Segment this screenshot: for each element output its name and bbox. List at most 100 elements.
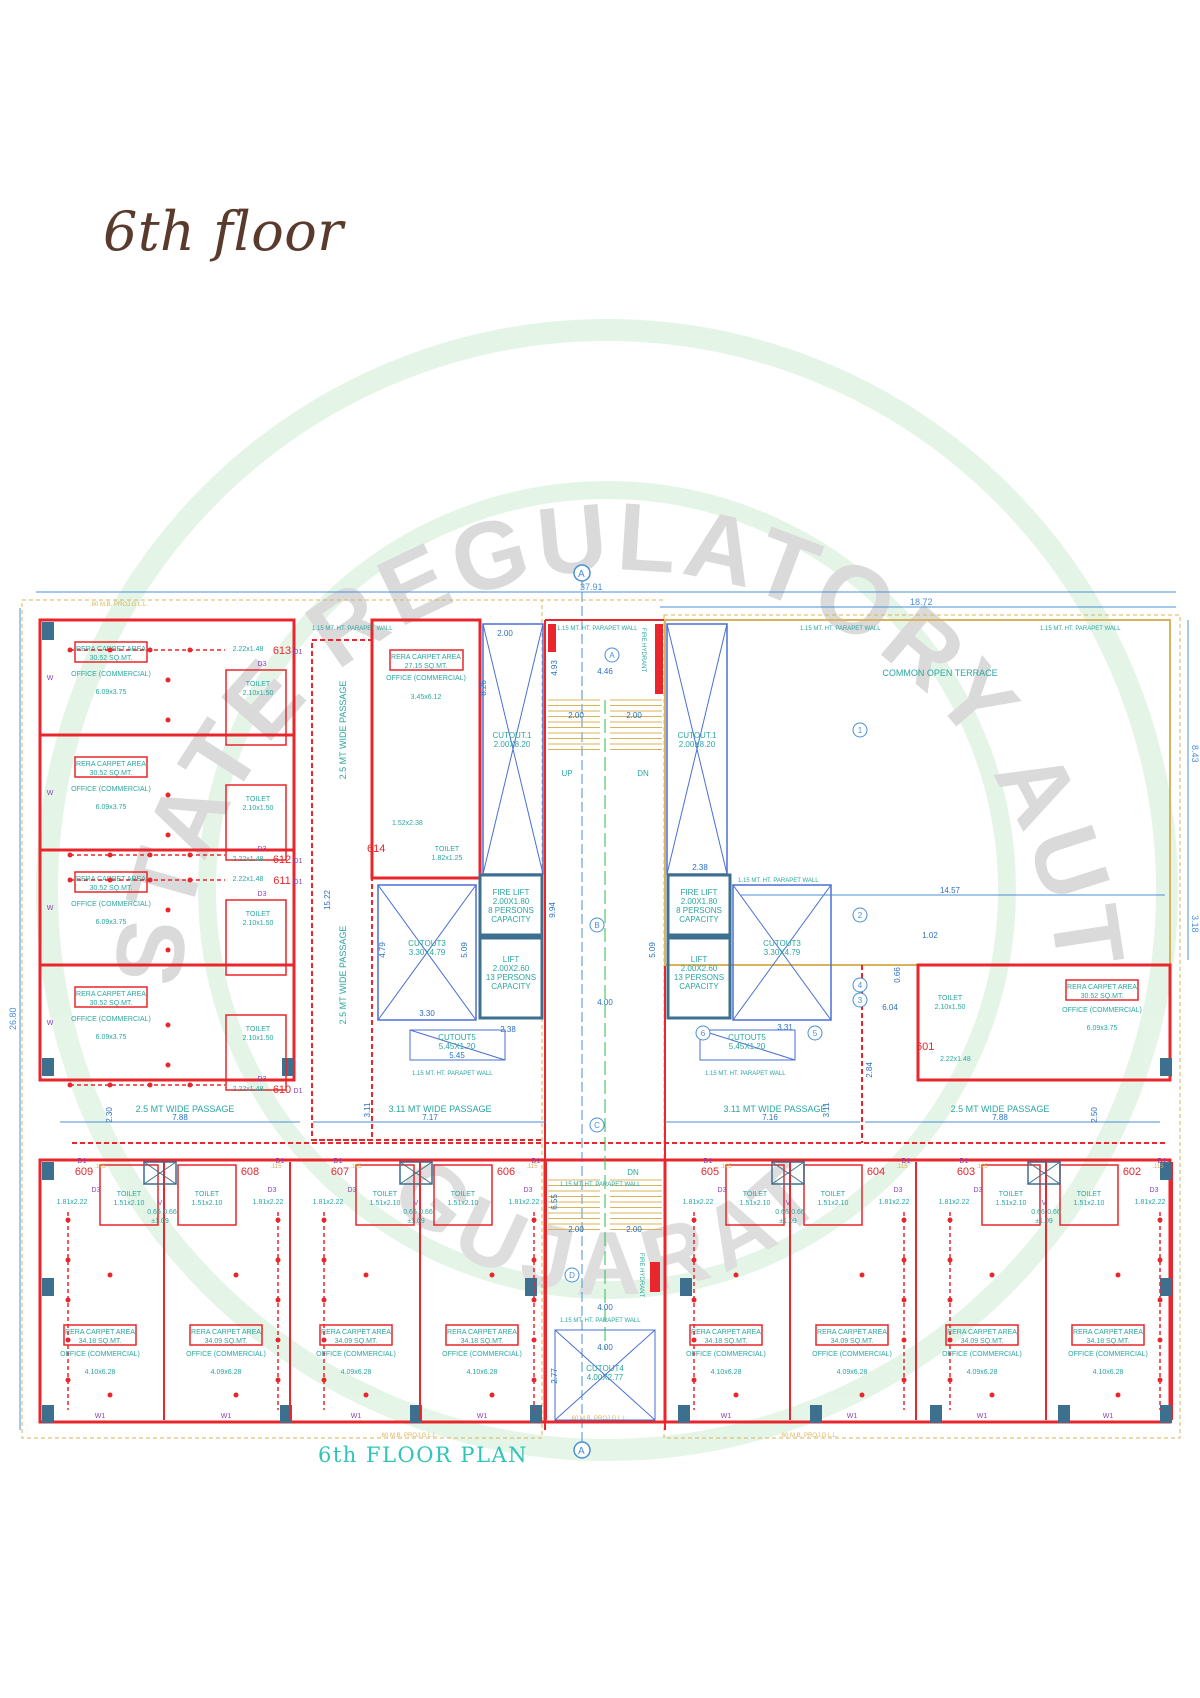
ref-circle xyxy=(807,1025,823,1041)
door-tag-d3: D3 xyxy=(92,1187,101,1194)
unit-carpet-label: RERA CARPET AREA xyxy=(191,1329,261,1336)
unit-use: OFFICE (COMMERCIAL) xyxy=(686,1351,766,1358)
light-point xyxy=(1157,1257,1163,1263)
unit-number: 613 xyxy=(273,645,291,657)
vent-dim: 0.66 xyxy=(403,1209,417,1216)
toilet-label: TOILET xyxy=(246,796,271,803)
light-point xyxy=(489,1392,495,1398)
watermark-top-text: REAL ESTATE REGULATORY AUTHORITY xyxy=(0,0,1139,991)
window-tag-w1: W1 xyxy=(477,1413,488,1420)
dim-1522: 15.22 xyxy=(323,889,332,910)
lift-right-cap2: CAPACITY xyxy=(679,982,719,991)
stair-up-label: UP xyxy=(561,769,572,778)
column xyxy=(680,1278,692,1296)
unit-614-door: 1.52x2.38 xyxy=(392,820,423,827)
unit-carpet-label: RERA CARPET AREA xyxy=(447,1329,517,1336)
unit-carpet-label: RERA CARPET AREA xyxy=(321,1329,391,1336)
unit-size: 4.10x6.28 xyxy=(1093,1369,1124,1376)
fire-lift-right-cap: 8 PERSONS xyxy=(676,906,722,915)
dim-250: 2.50 xyxy=(1090,1107,1099,1123)
light-point xyxy=(691,1297,697,1303)
door-size: 1.81x2.22 xyxy=(313,1199,344,1206)
light-point xyxy=(531,1217,537,1223)
unit-601-area: 30.52 SQ.MT. xyxy=(1081,993,1124,1000)
dim-terrace-depth-2: 3.18 xyxy=(1190,915,1200,933)
dim-200-c: 2.00 xyxy=(626,711,642,720)
fire-lift-right-name: FIRE LIFT xyxy=(681,888,718,897)
dim-400-a: 4.00 xyxy=(597,998,613,1007)
dim-1457: 14.57 xyxy=(940,886,961,895)
window-tag: W xyxy=(47,675,54,682)
column-tag: .115 xyxy=(350,1164,362,1170)
vent-dim-2: ±1.09 xyxy=(779,1218,797,1225)
stair-dn-label-top: DN xyxy=(637,769,649,778)
light-point xyxy=(989,1272,995,1278)
toilet-label: TOILET xyxy=(246,681,271,688)
unit-carpet-label: RERA CARPET AREA xyxy=(1073,1329,1143,1336)
toilet-label: TOILET xyxy=(195,1191,220,1198)
light-point xyxy=(165,1062,171,1068)
unit-use: OFFICE (COMMERCIAL) xyxy=(186,1351,266,1358)
lift-right-name: LIFT xyxy=(691,955,708,964)
fire-hydrant-top: FIRE HYDRANT xyxy=(640,628,646,673)
ref-circle xyxy=(852,722,868,738)
door-tag: D1 xyxy=(276,1158,285,1165)
light-point xyxy=(65,1337,71,1343)
grid-axis-a: A A xyxy=(573,564,591,1459)
window-tag-w1: W1 xyxy=(95,1413,106,1420)
door-tag: D1 xyxy=(294,858,303,865)
ref-circle xyxy=(589,1117,605,1133)
unit-number: 603 xyxy=(957,1166,975,1178)
unit-number: 609 xyxy=(75,1166,93,1178)
window-tag: W xyxy=(47,1020,54,1027)
parapet-core-bottom-b: 1.15 MT. HT. PARAPET WALL xyxy=(560,1318,641,1324)
unit-601-size: 6.09x3.75 xyxy=(1087,1025,1118,1032)
vent-dim: 0.66 xyxy=(775,1209,789,1216)
unit-use: OFFICE (COMMERCIAL) xyxy=(71,786,151,793)
plan-caption: 6th FLOOR PLAN xyxy=(318,1443,529,1467)
dim-311-right: 3.11 xyxy=(822,1102,831,1118)
cutout3-right-size: 3.30X4.79 xyxy=(764,948,801,957)
dim-604: 6.04 xyxy=(882,1003,898,1012)
column xyxy=(678,1405,690,1423)
light-point xyxy=(947,1377,953,1383)
vent-dim: 0.66 xyxy=(1031,1209,1045,1216)
cutout5-left-name: CUTOUT5 xyxy=(438,1033,476,1042)
toilet-label: TOILET xyxy=(821,1191,846,1198)
passage-left-311: 3.11 MT WIDE PASSAGE xyxy=(388,1104,491,1114)
dim-238-b: 2.38 xyxy=(500,1025,516,1034)
terrace-label: COMMON OPEN TERRACE xyxy=(882,668,997,678)
door-tag-d3: D3 xyxy=(258,846,267,853)
column xyxy=(1160,1405,1172,1423)
cutout1-left-size: 2.00X8.20 xyxy=(494,740,531,749)
passage-right-311: 3.11 MT WIDE PASSAGE xyxy=(723,1104,826,1114)
light-point xyxy=(733,1392,739,1398)
door-tag: D1 xyxy=(294,1088,303,1095)
ref-circle-label: C xyxy=(594,1121,600,1130)
light-point xyxy=(107,1392,113,1398)
vent-tag: V xyxy=(414,1200,419,1207)
light-point xyxy=(947,1297,953,1303)
dim-446: 4.46 xyxy=(597,667,613,676)
dim-311-left: 3.11 xyxy=(363,1102,372,1118)
passage-left-25: 2.5 MT WIDE PASSAGE xyxy=(136,1104,235,1114)
unit-carpet-area: 30.52 SQ.MT. xyxy=(90,885,133,892)
light-point xyxy=(733,1272,739,1278)
light-point xyxy=(165,792,171,798)
cutout3-left-name: CUTOUT3 xyxy=(408,939,446,948)
watermark-outer-ring xyxy=(36,319,1178,1461)
parapet-core-right: 1.15 MT. HT. PARAPET WALL xyxy=(705,1071,786,1077)
cutout5-right-name: CUTOUT5 xyxy=(728,1033,766,1042)
unit-605: TOILET1.51x2.101.81x2.22605D1D3.115RERA … xyxy=(683,1158,791,1420)
door-size: 1.81x2.22 xyxy=(57,1199,88,1206)
proj-label-bottom-right: .60 M.B. PROJ.G L.L. xyxy=(780,1433,838,1439)
light-point xyxy=(489,1272,495,1278)
toilet-size: 1.51x2.10 xyxy=(370,1200,401,1207)
watermark-inner-ring xyxy=(198,481,1016,1299)
vent-tag: V xyxy=(1042,1200,1047,1207)
cutout3-left-size: 3.30X4.79 xyxy=(409,948,446,957)
